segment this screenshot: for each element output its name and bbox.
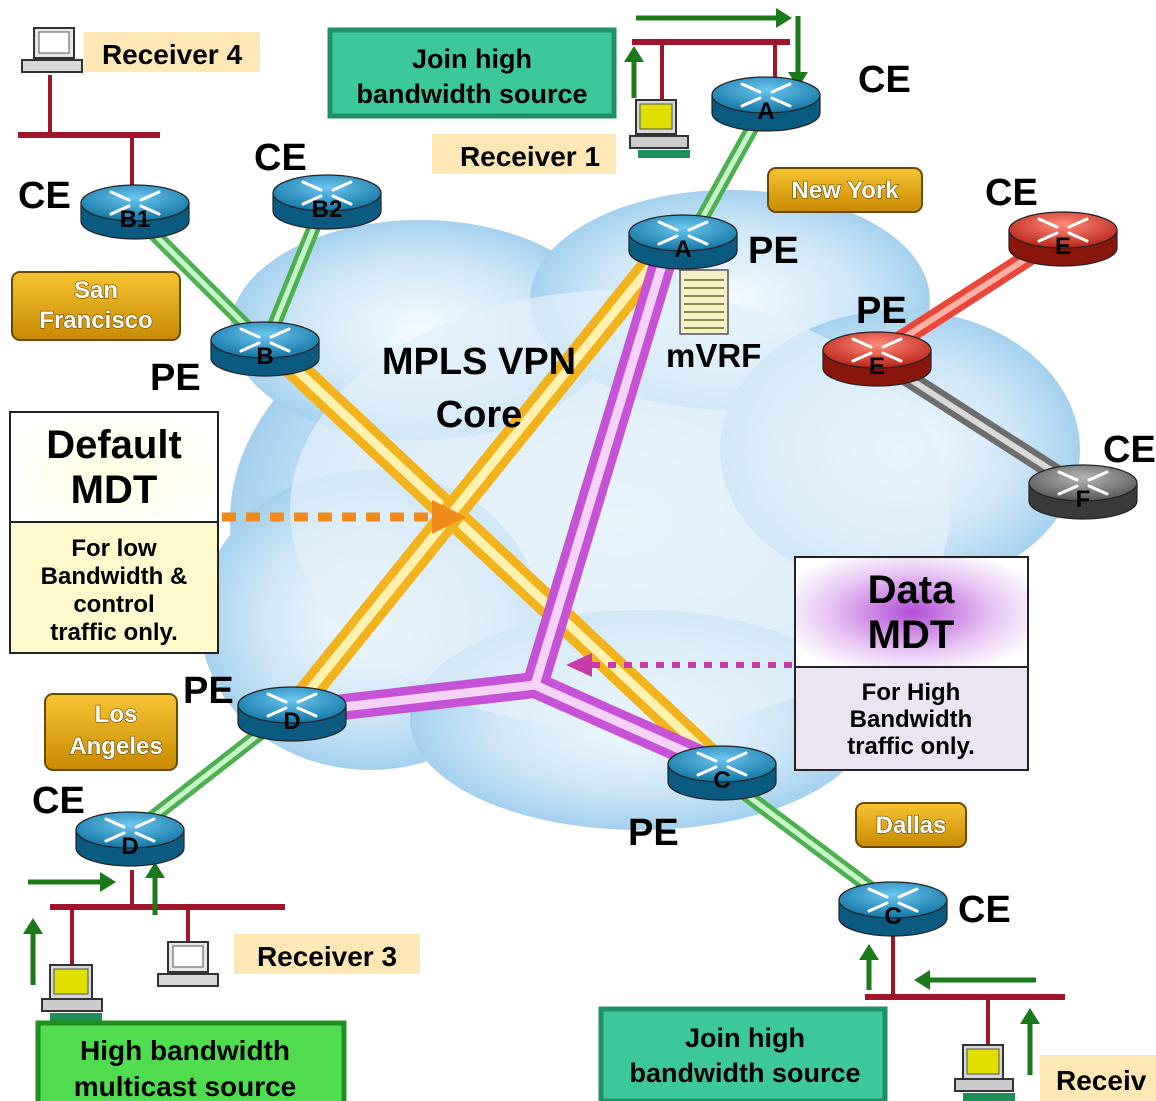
ce-a-role: CE [858,59,911,101]
multicast-source-box: High bandwidth multicast source [35,1020,347,1101]
router-ce-a: A [711,76,821,132]
mvrf-table-icon [679,269,729,335]
router-ce-f: F [1028,464,1138,520]
default-mdt-desc-4: traffic only. [50,619,178,646]
router-id-ce-a: A [757,98,774,125]
router-id-pe-a: A [674,236,691,263]
ce-c-role: CE [958,889,1011,931]
default-mdt-desc-3: control [73,591,154,618]
router-ce-e: E [1008,211,1118,267]
data-mdt-desc-1: For High [862,679,961,706]
host-receiver-4 [21,27,83,73]
site-new-york: New York [767,167,923,213]
receiver-2-text: Receiv [1056,1065,1147,1096]
cloud-title-line1: MPLS VPN [382,341,576,383]
receiver-1-text: Receiver 1 [460,141,600,172]
host-receiver-2 [954,1044,1015,1101]
receiver-1-label: Receiver 1 [432,134,616,174]
site-los-angeles: Los Angeles [44,693,178,771]
mdt-pointers [222,500,792,677]
router-id-ce-e: E [1055,233,1071,260]
pe-b-role: PE [150,357,201,399]
routers: A A B1 B2B E E F D D C C [75,76,1138,937]
ce-b2-role: CE [254,137,307,179]
router-id-ce-d: D [121,833,138,860]
site-label-dallas: Dallas [876,812,947,839]
join-top-line1: Join high [412,44,532,74]
host-source [41,964,103,1021]
router-pe-e: E [822,331,932,387]
router-id-pe-d: D [283,708,300,735]
pe-d-role: PE [183,670,234,712]
join-bottom-line1: Join high [685,1023,805,1053]
receiver-3-label: Receiver 3 [234,934,420,974]
lan-segments [18,39,1065,1045]
router-ce-b1: B1 [80,184,190,240]
default-mdt-desc-2: Bandwidth & [41,563,188,590]
pe-e-role: PE [856,290,907,332]
site-label-sf-1: San [74,277,118,304]
default-mdt-title-1: Default [46,423,182,467]
router-id-ce-b2: B2 [312,196,343,223]
default-mdt-desc-1: For low [71,535,157,562]
source-line2: multicast source [74,1071,297,1101]
receiver-4-label: Receiver 4 [84,32,260,72]
router-pe-d: D [237,686,347,742]
router-ce-b2: B2 [272,174,382,230]
router-id-ce-c: C [884,903,901,930]
site-label-la-2: Angeles [69,733,162,760]
ce-b1-role: CE [18,175,71,217]
router-pe-c: C [667,745,777,801]
source-line1: High bandwidth [80,1035,290,1066]
join-box-top: Join high bandwidth source [327,27,617,119]
router-id-ce-f: F [1076,486,1091,513]
pe-c-role: PE [628,812,679,854]
router-pe-a: A [628,214,738,270]
router-id-pe-e: E [869,353,885,380]
receiver-2-label: Receiv [1040,1055,1156,1101]
flow-arrows [23,8,1040,1075]
join-box-bottom: Join high bandwidth source [598,1006,888,1101]
host-receiver-1 [629,99,690,158]
router-id-pe-b: B [256,343,273,370]
site-label-sf-2: Francisco [39,307,152,334]
router-id-ce-b1: B1 [120,206,151,233]
data-mdt-desc-3: traffic only. [847,733,975,760]
data-mdt-desc-2: Bandwidth [850,706,973,733]
mvrf-label: mVRF [666,337,761,374]
default-mdt-title-2: MDT [71,468,158,512]
router-pe-b: B [210,321,320,377]
site-label-la-1: Los [95,701,138,728]
data-mdt-tree [287,232,735,781]
ce-e-role: CE [985,172,1038,214]
data-mdt-callout: Data MDT For High Bandwidth traffic only… [794,556,1029,771]
receiver-3-text: Receiver 3 [257,941,397,972]
site-label-new-york: New York [791,177,899,204]
role-labels: CE PE CE CE PE CE PE CE PE CE PE CE [18,59,1156,931]
join-bottom-line2: bandwidth source [629,1058,860,1088]
site-san-francisco: San Francisco [11,271,181,341]
default-mdt-tree [257,227,735,781]
join-top-line2: bandwidth source [356,79,587,109]
router-id-pe-c: C [713,767,730,794]
data-mdt-title-1: Data [868,568,955,612]
host-receiver-3 [157,941,219,987]
data-mdt-title-2: MDT [868,613,955,657]
ce-d-role: CE [32,780,85,822]
pe-a-role: PE [748,230,799,272]
default-mdt-callout: Default MDT For low Bandwidth & control … [9,411,219,654]
router-ce-c: C [838,881,948,937]
cloud-title-line2: Core [436,394,523,436]
receiver-4-text: Receiver 4 [102,39,243,70]
ce-f-role: CE [1103,429,1156,471]
site-dallas: Dallas [855,802,967,848]
router-ce-d: D [75,811,185,867]
